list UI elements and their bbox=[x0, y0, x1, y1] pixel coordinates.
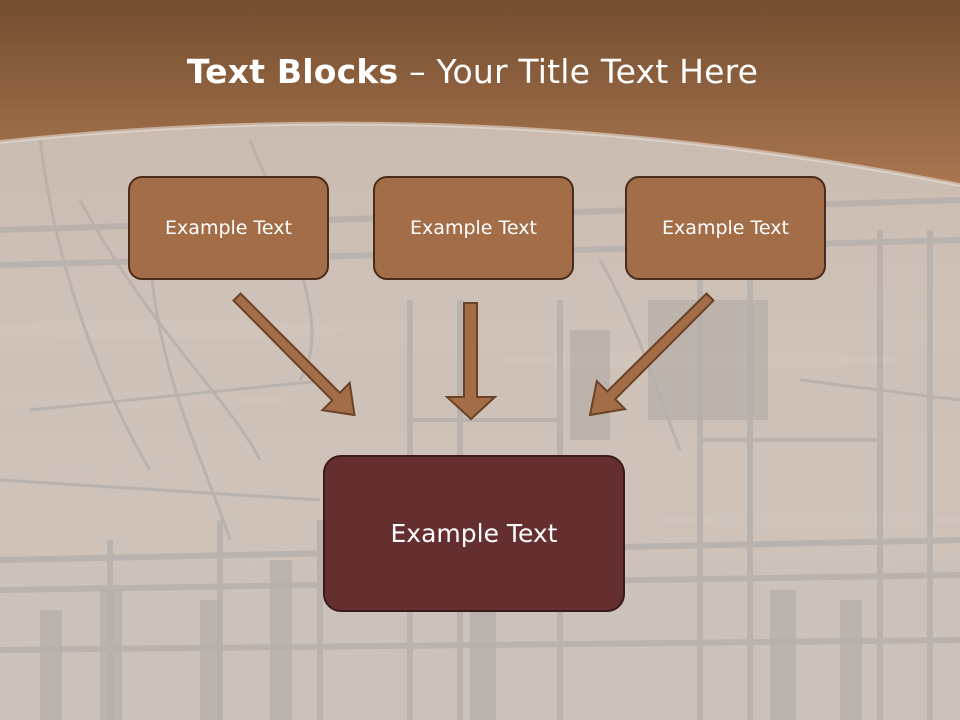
slide-title: Text Blocks – Your Title Text Here bbox=[0, 52, 945, 91]
text-block-top-left: Example Text bbox=[128, 176, 329, 280]
text-block-top-right-label: Example Text bbox=[662, 217, 789, 239]
slide-title-bold: Text Blocks bbox=[186, 52, 399, 91]
slide-title-rest: Your Title Text Here bbox=[436, 52, 759, 91]
text-block-bottom-label: Example Text bbox=[390, 519, 558, 548]
text-block-top-center-label: Example Text bbox=[410, 217, 537, 239]
text-block-top-left-label: Example Text bbox=[165, 217, 292, 239]
text-block-top-center: Example Text bbox=[373, 176, 574, 280]
text-block-bottom: Example Text bbox=[323, 455, 625, 612]
slide-title-dash: – bbox=[409, 52, 426, 91]
text-block-top-right: Example Text bbox=[625, 176, 826, 280]
